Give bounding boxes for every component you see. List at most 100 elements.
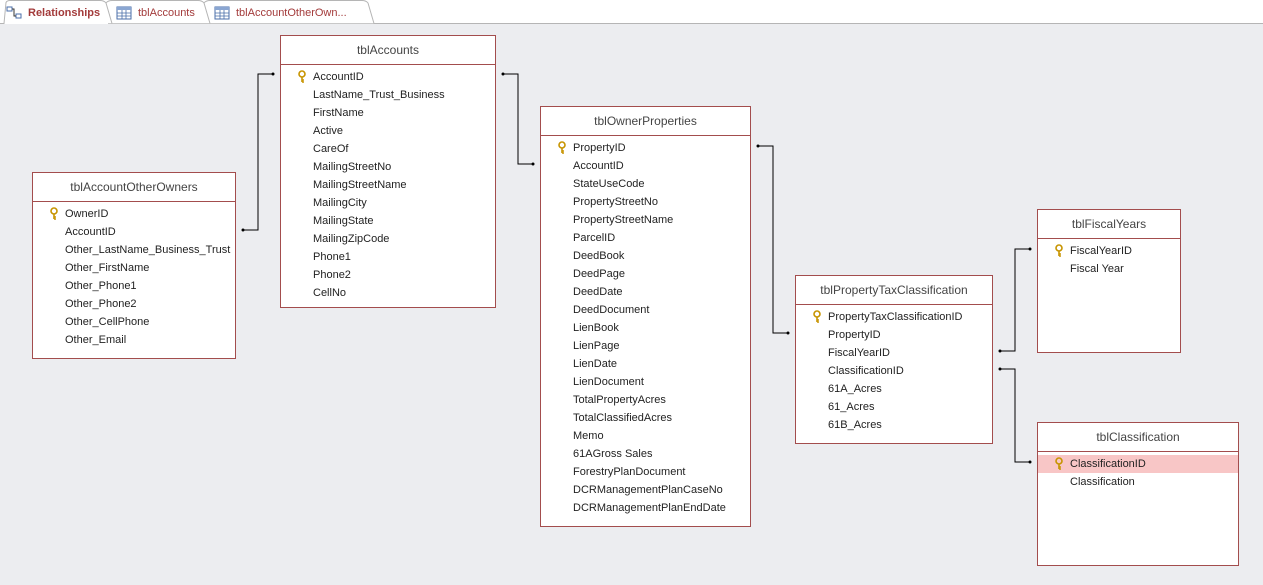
field-row[interactable]: FiscalYearID [1038, 242, 1180, 260]
field-row[interactable]: PropertyStreetNo [541, 193, 750, 211]
field-row[interactable]: PropertyStreetName [541, 211, 750, 229]
field-row[interactable]: TotalPropertyAcres [541, 391, 750, 409]
field-list: AccountID LastName_Trust_Business FirstN… [281, 65, 495, 302]
field-row[interactable]: CellNo [281, 284, 495, 302]
field-row[interactable]: DeedPage [541, 265, 750, 283]
tab-label: tblAccountOtherOwn... [236, 6, 347, 19]
table-title[interactable]: tblAccountOtherOwners [33, 173, 235, 202]
field-row[interactable]: Other_Phone1 [33, 277, 235, 295]
field-row[interactable]: MailingStreetName [281, 176, 495, 194]
field-row[interactable]: 61_Acres [796, 398, 992, 416]
table-title[interactable]: tblClassification [1038, 423, 1238, 452]
field-row[interactable]: ForestryPlanDocument [541, 463, 750, 481]
field-row[interactable]: PropertyID [796, 326, 992, 344]
table-box-tblfiscalyears[interactable]: tblFiscalYears FiscalYearID Fiscal Year [1037, 209, 1181, 353]
field-row[interactable]: PropertyTaxClassificationID [796, 308, 992, 326]
field-row[interactable]: Other_Email [33, 331, 235, 349]
table-box-tblclassification[interactable]: tblClassification ClassificationID Class… [1037, 422, 1239, 566]
field-name: DeedBook [573, 250, 625, 262]
field-row[interactable]: Memo [541, 427, 750, 445]
field-row[interactable]: LastName_Trust_Business [281, 86, 495, 104]
field-row[interactable]: MailingCity [281, 194, 495, 212]
tab-relationships[interactable]: Relationships [0, 1, 108, 24]
table-title[interactable]: tblFiscalYears [1038, 210, 1180, 239]
field-name: TotalClassifiedAcres [573, 412, 673, 424]
field-row[interactable]: AccountID [541, 157, 750, 175]
field-row[interactable]: MailingZipCode [281, 230, 495, 248]
field-row[interactable]: Other_CellPhone [33, 313, 235, 331]
field-row[interactable]: LienDate [541, 355, 750, 373]
field-list: PropertyTaxClassificationID PropertyID F… [796, 305, 992, 434]
field-row[interactable]: Active [281, 122, 495, 140]
field-row[interactable]: Other_FirstName [33, 259, 235, 277]
field-name: ParcelID [573, 232, 616, 244]
primary-key-icon [1054, 457, 1064, 470]
tab-tblaccountotherowners[interactable]: tblAccountOtherOwn... [208, 1, 373, 24]
field-name: Classification [1070, 476, 1135, 488]
table-title[interactable]: tblOwnerProperties [541, 107, 750, 136]
field-row[interactable]: TotalClassifiedAcres [541, 409, 750, 427]
field-row[interactable]: Phone2 [281, 266, 495, 284]
field-row[interactable]: FiscalYearID [796, 344, 992, 362]
field-row[interactable]: 61B_Acres [796, 416, 992, 434]
field-row[interactable]: DCRManagementPlanCaseNo [541, 481, 750, 499]
field-name: PropertyStreetName [573, 214, 674, 226]
field-name: DeedPage [573, 268, 625, 280]
field-name: Other_FirstName [65, 262, 150, 274]
field-name: FiscalYearID [1070, 245, 1132, 257]
field-name: PropertyStreetNo [573, 196, 658, 208]
table-box-tblaccounts[interactable]: tblAccounts AccountID LastName_Trust_Bus… [280, 35, 496, 308]
field-name: PropertyID [573, 142, 626, 154]
field-name: MailingZipCode [313, 233, 390, 245]
field-row[interactable]: OwnerID [33, 205, 235, 223]
field-name: ClassificationID [1070, 458, 1146, 470]
table-box-tblownerproperties[interactable]: tblOwnerProperties PropertyID AccountID … [540, 106, 751, 527]
field-row[interactable]: FirstName [281, 104, 495, 122]
field-row[interactable]: AccountID [281, 68, 495, 86]
field-name: AccountID [313, 71, 364, 83]
field-row[interactable]: Fiscal Year [1038, 260, 1180, 278]
field-row[interactable]: MailingStreetNo [281, 158, 495, 176]
field-row[interactable]: MailingState [281, 212, 495, 230]
field-row[interactable]: LienBook [541, 319, 750, 337]
field-list: ClassificationID Classification [1038, 452, 1238, 491]
field-row[interactable]: ClassificationID [796, 362, 992, 380]
primary-key-icon [297, 70, 307, 83]
table-box-tblaccountotherowners[interactable]: tblAccountOtherOwners OwnerID AccountID … [32, 172, 236, 359]
field-name: Other_LastName_Business_Trust [65, 244, 231, 256]
relationships-canvas[interactable]: tblAccountOtherOwners OwnerID AccountID … [0, 24, 1263, 585]
field-row[interactable]: 61A_Acres [796, 380, 992, 398]
field-name: 61B_Acres [828, 419, 882, 431]
field-row[interactable]: 61AGross Sales [541, 445, 750, 463]
field-row[interactable]: CareOf [281, 140, 495, 158]
field-row[interactable]: Classification [1038, 473, 1238, 491]
field-row[interactable]: DeedBook [541, 247, 750, 265]
field-row[interactable]: ParcelID [541, 229, 750, 247]
field-row[interactable]: LienPage [541, 337, 750, 355]
field-name: MailingState [313, 215, 374, 227]
field-row-selected[interactable]: ClassificationID [1038, 455, 1238, 473]
field-name: LienDate [573, 358, 618, 370]
field-list: OwnerID AccountID Other_LastName_Busines… [33, 202, 235, 349]
table-title[interactable]: tblPropertyTaxClassification [796, 276, 992, 305]
field-row[interactable]: Phone1 [281, 248, 495, 266]
field-name: ForestryPlanDocument [573, 466, 686, 478]
field-row[interactable]: Other_LastName_Business_Trust [33, 241, 235, 259]
field-row[interactable]: DeedDocument [541, 301, 750, 319]
relationship-lines [241, 72, 1032, 464]
field-row[interactable]: PropertyID [541, 139, 750, 157]
field-row[interactable]: StateUseCode [541, 175, 750, 193]
table-title[interactable]: tblAccounts [281, 36, 495, 65]
field-name: MailingStreetName [313, 179, 407, 191]
field-row[interactable]: AccountID [33, 223, 235, 241]
field-name: DCRManagementPlanEndDate [573, 502, 726, 514]
field-row[interactable]: DCRManagementPlanEndDate [541, 499, 750, 517]
field-name: Other_CellPhone [65, 316, 150, 328]
field-row[interactable]: LienDocument [541, 373, 750, 391]
field-row[interactable]: Other_Phone2 [33, 295, 235, 313]
field-row[interactable]: DeedDate [541, 283, 750, 301]
table-box-tblpropertytaxclassification[interactable]: tblPropertyTaxClassification PropertyTax… [795, 275, 993, 444]
tab-tblaccounts[interactable]: tblAccounts [110, 1, 206, 24]
field-name: Other_Phone2 [65, 298, 137, 310]
field-list: PropertyID AccountID StateUseCode Proper… [541, 136, 750, 517]
